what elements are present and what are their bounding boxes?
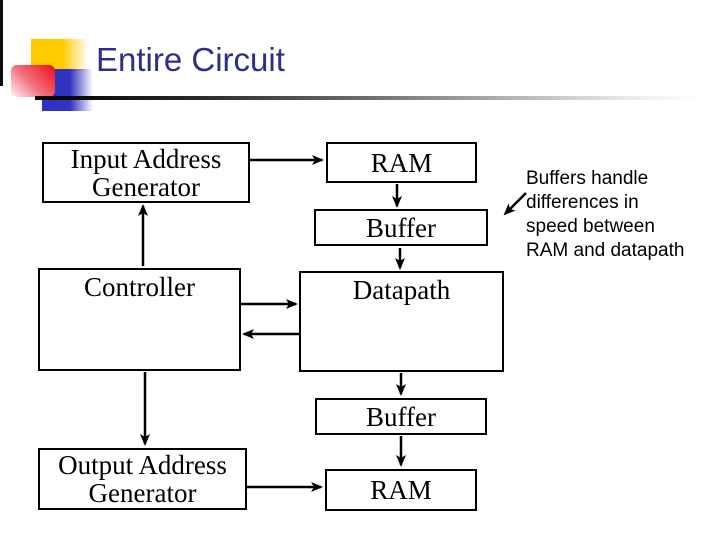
arrow-annotation-pointer [503, 192, 527, 216]
decor-vertical-line [0, 0, 3, 86]
annotation-line: speed between [526, 216, 655, 237]
annotation-line: Buffers handle [526, 168, 649, 189]
slide-title: Entire Circuit [96, 41, 285, 78]
box-datapath-label: Datapath [352, 275, 451, 305]
box-buffer-bottom: Buffer [315, 398, 487, 435]
box-output-address-generator: Output Address Generator [38, 448, 247, 510]
annotation-line: differences in [526, 192, 639, 213]
box-buffer-bottom-label: Buffer [366, 401, 436, 432]
decor-red-square [11, 65, 55, 97]
box-controller: Controller [38, 268, 241, 371]
box-input-address-generator: Input Address Generator [42, 142, 250, 203]
box-ram-bottom: RAM [325, 469, 477, 511]
box-datapath: Datapath [299, 271, 504, 372]
box-ram-top-label: RAM [370, 147, 433, 178]
box-ram-bottom-label: RAM [370, 475, 432, 505]
annotation-line: RAM and datapath [526, 240, 685, 261]
box-input-address-generator-label: Input Address Generator [70, 143, 222, 202]
title-underline-rule [35, 96, 700, 100]
box-ram-top: RAM [326, 142, 477, 183]
box-buffer-top-label: Buffer [366, 212, 436, 243]
box-controller-label: Controller [84, 272, 195, 302]
box-buffer-top: Buffer [314, 209, 488, 246]
annotation-text: Buffers handle differences in speed betw… [526, 167, 716, 263]
box-output-address-generator-label: Output Address Generator [58, 450, 227, 508]
